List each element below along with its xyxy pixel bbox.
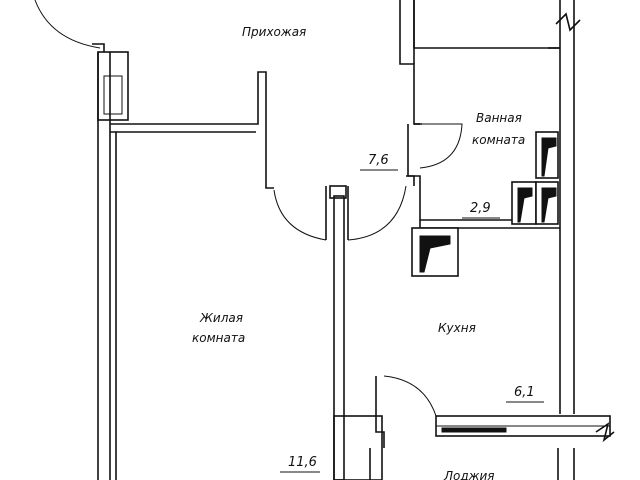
living-room-door (273, 186, 327, 241)
room-label-living-line2: комната (192, 331, 245, 345)
room-label-living-line1: Жилая (199, 311, 243, 325)
ventilation-shafts (411, 131, 559, 277)
loggia-door (333, 375, 437, 480)
area-value-living: 11,6 (288, 455, 317, 470)
right-exterior-wall (548, 0, 581, 414)
area-hallway: 7,6 (360, 153, 398, 171)
hallway-living-partition (110, 71, 274, 480)
area-kitchen: 6,1 (506, 385, 544, 403)
area-living: 11,6 (280, 455, 320, 473)
entrance-door (34, 0, 105, 52)
area-value-hallway: 7,6 (368, 153, 389, 168)
room-label-loggia: Лоджия (443, 469, 495, 480)
central-partition (329, 185, 347, 480)
left-exterior-wall (97, 51, 129, 480)
area-bathroom: 2,9 (462, 201, 500, 219)
loggia-railing (557, 448, 575, 480)
kitchen-window (435, 415, 615, 443)
room-label-kitchen: Кухня (438, 321, 476, 335)
kitchen-door (347, 175, 415, 241)
area-value-bathroom: 2,9 (470, 201, 491, 216)
room-label-bathroom-line1: Ванная (476, 111, 522, 125)
room-label-bathroom-line2: комната (472, 133, 525, 147)
area-value-kitchen: 6,1 (514, 385, 535, 400)
room-label-hallway: Прихожая (242, 25, 306, 39)
